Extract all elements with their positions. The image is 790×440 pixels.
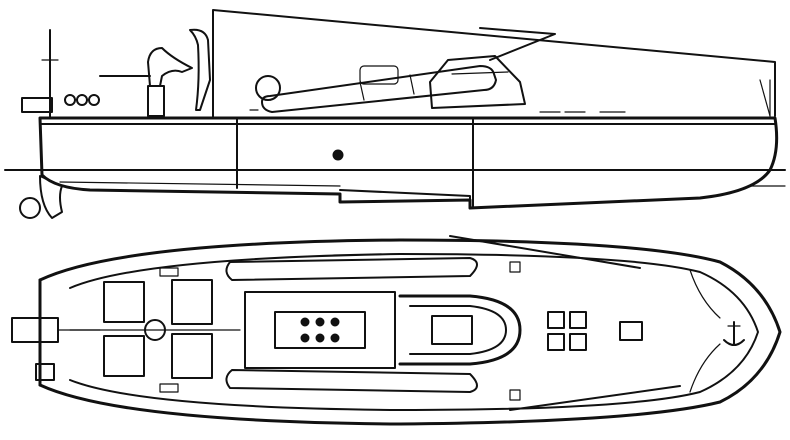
skylight-port-5 [315,333,325,343]
bridge-inner [409,305,507,355]
gun-tub [359,65,399,85]
gun-pedestal [147,85,165,117]
deck-fittings [249,109,626,113]
cleat-2 [159,383,179,393]
skylight-port-4 [300,333,310,343]
rail-lower [509,385,681,411]
cleat-3 [509,261,521,273]
torpedo-band-2 [409,74,415,95]
cleat-4 [509,389,521,401]
gun-shield [147,47,193,87]
fwd-hatch-4 [569,333,587,351]
stern-fitting-lower [35,363,55,381]
wheelhouse-window [451,71,509,75]
skylight-port-6 [330,333,340,343]
fwd-hatch-5 [619,321,643,341]
ventilator [189,28,211,111]
hull-outline [38,116,779,210]
porthole [332,149,344,161]
plan-gun-mount [144,319,166,341]
plan-view [11,235,782,426]
plan-torpedo-lower [225,369,478,393]
fwd-hatch-1 [547,311,565,329]
plan-deck-edge [69,253,759,411]
stern-rack [21,97,53,113]
hatch-aft-2 [171,279,213,325]
engine-casing [244,291,396,369]
hatch-aft-4 [171,333,213,379]
cleat-1 [159,267,179,277]
keel-lower-line [59,181,341,187]
plan-hull-outline [38,238,782,426]
side-elevation [4,9,786,219]
skylight-port-2 [315,317,325,327]
propeller [19,197,41,219]
rudder-skeg [39,175,63,219]
cover-back-edge [759,79,771,117]
depth-charge-3 [88,94,100,106]
bow-rail-lower [689,343,721,393]
rail-upper [449,235,641,269]
bridge-console [431,315,473,345]
fwd-hatch-3 [547,333,565,351]
bow-rail-upper [689,269,721,319]
canvas-cover [212,9,776,119]
hatch-aft-3 [103,335,145,377]
torpedo-mount [255,75,281,101]
bridge-horseshoe [398,294,522,366]
keel-step [339,189,471,209]
torpedo-band-1 [359,81,365,101]
torpedo-tube [261,65,497,113]
engine-skylight [274,311,366,349]
plan-torpedo-upper [225,257,478,281]
depth-charge-2 [76,94,88,106]
depth-charge-1 [64,94,76,106]
stern-rack-plan [11,317,59,343]
skylight-port-1 [300,317,310,327]
wheelhouse [429,55,526,109]
anchor-icon [723,321,745,346]
fwd-hatch-2 [569,311,587,329]
skylight-port-3 [330,317,340,327]
hatch-aft-1 [103,281,145,323]
